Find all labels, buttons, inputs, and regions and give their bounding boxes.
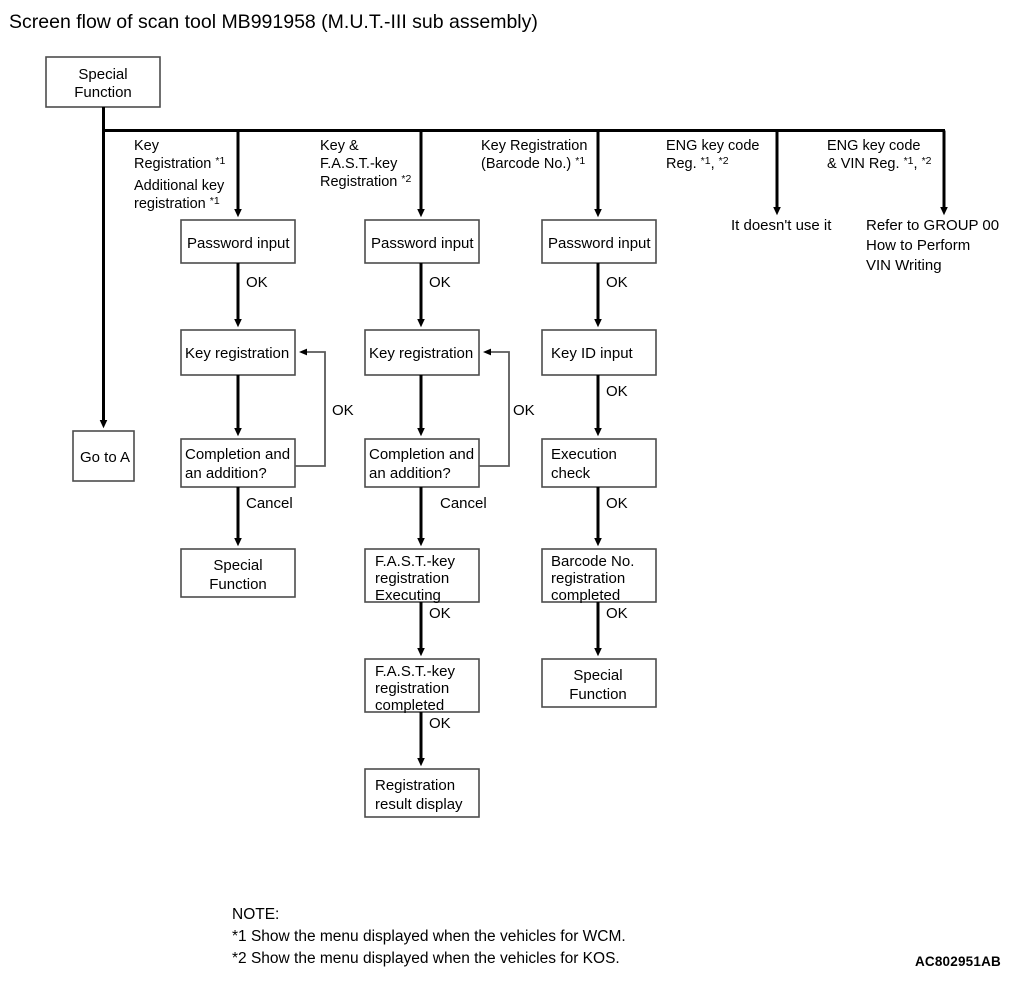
terminal-text-vin-line3: VIN Writing <box>866 257 942 274</box>
box-special-function-1 <box>180 548 296 598</box>
edge-label-ok: OK <box>429 274 451 291</box>
note-line-1: *1 Show the menu displayed when the vehi… <box>232 928 626 945</box>
loop-label-ok-1: OK <box>332 402 354 419</box>
box-key-registration-2-label: Key registration <box>369 345 473 362</box>
box-registration-result-display <box>364 768 480 818</box>
box-fast-key-registration-completed <box>364 658 480 713</box>
box-completion-and-addition-2 <box>364 438 480 488</box>
box-fast-exec-line1: F.A.S.T.-key <box>375 553 456 570</box>
note-block: NOTE: *1 Show the menu displayed when th… <box>232 906 626 967</box>
loop-back-2: OK <box>479 348 535 467</box>
box-execution-check-line1: Execution <box>551 446 617 463</box>
box-key-registration-1-label: Key registration <box>185 345 289 362</box>
branch-label-line: Registration *2 <box>320 173 411 190</box>
box-fast-exec-line3: Executing <box>375 587 441 604</box>
box-execution-check-line2: check <box>551 465 591 482</box>
box-completion-1-line1: Completion and <box>185 446 290 463</box>
root-box-line2: Function <box>74 84 132 101</box>
branch-label-line: ENG key code <box>666 138 760 154</box>
box-completion-2-line1: Completion and <box>369 446 474 463</box>
root-box-special-function: Special Function <box>45 56 161 108</box>
branch-label-line: F.A.S.T.-key <box>320 156 398 172</box>
box-password-input-1-label: Password input <box>187 235 290 252</box>
box-key-registration-1 <box>180 329 296 376</box>
edge-label-ok: OK <box>246 274 268 291</box>
terminal-text-vin-line2: How to Perform <box>866 237 970 254</box>
figure-code: AC802951AB <box>915 954 1001 969</box>
branch-label-line: ENG key code <box>827 138 921 154</box>
branch-label-line: Registration *1 <box>134 155 225 172</box>
box-key-id-input-label: Key ID input <box>551 345 634 362</box>
branch-label-line: Additional key <box>134 178 225 194</box>
edge-label-ok: OK <box>606 383 628 400</box>
branch-label-eng-key-code-reg: ENG key code Reg. *1, *2 <box>666 138 760 172</box>
box-barcode-line3: completed <box>551 587 620 604</box>
box-completion-1-line2: an addition? <box>185 465 267 482</box>
terminal-text-vin-line1: Refer to GROUP 00 <box>866 217 999 234</box>
branch-label-key-registration-barcode: Key Registration (Barcode No.) *1 <box>481 138 587 172</box>
box-password-input-1 <box>180 219 296 264</box>
main-bus <box>102 107 945 132</box>
box-barcode-line1: Barcode No. <box>551 553 634 570</box>
terminal-text-doesnt-use-it: It doesn't use it <box>731 217 832 234</box>
branch-label-line: & VIN Reg. *1, *2 <box>827 155 932 172</box>
box-password-input-3-label: Password input <box>548 235 651 252</box>
box-key-registration-2 <box>364 329 480 376</box>
box-barcode-no-registration-completed <box>541 548 657 603</box>
box-password-input-2 <box>364 219 480 264</box>
box-fast-done-line3: completed <box>375 697 444 714</box>
box-special-function-1-line1: Special <box>213 557 262 574</box>
edge-label-ok: OK <box>429 715 451 732</box>
page-title: Screen flow of scan tool MB991958 (M.U.T… <box>9 11 538 33</box>
edge-label-ok: OK <box>606 274 628 291</box>
box-password-input-3 <box>541 219 657 264</box>
box-special-function-3-line1: Special <box>573 667 622 684</box>
edge-label-ok: OK <box>429 605 451 622</box>
branch-label-line: Key <box>134 138 160 154</box>
edge-label-cancel: Cancel <box>440 495 487 512</box>
edge-label-ok: OK <box>606 495 628 512</box>
box-fast-done-line1: F.A.S.T.-key <box>375 663 456 680</box>
branch-label-eng-key-code-vin-reg: ENG key code & VIN Reg. *1, *2 <box>827 138 932 172</box>
box-result-line1: Registration <box>375 777 455 794</box>
branch-label-key-and-fast-key: Key & F.A.S.T.-key Registration *2 <box>320 138 411 190</box>
box-completion-2-line2: an addition? <box>369 465 451 482</box>
branch-terminal-eng-key-code-reg: It doesn't use it <box>731 130 832 234</box>
branch-label-line: registration *1 <box>134 195 220 212</box>
branch-label-line: Reg. *1, *2 <box>666 155 729 172</box>
edge-label-ok: OK <box>606 605 628 622</box>
column-key-registration: Password input OK Key registration Compl… <box>180 130 354 598</box>
branch-label-line: (Barcode No.) *1 <box>481 155 585 172</box>
box-fast-done-line2: registration <box>375 680 449 697</box>
box-password-input-2-label: Password input <box>371 235 474 252</box>
note-heading: NOTE: <box>232 906 279 923</box>
branch-label-key-registration: Key Registration *1 Additional key regis… <box>134 138 225 212</box>
loop-label-ok-2: OK <box>513 402 535 419</box>
box-completion-and-addition-1 <box>180 438 296 488</box>
box-go-to-a-label: Go to A <box>80 449 130 466</box>
column-fast-key: Password input OK Key registration Compl… <box>364 130 535 818</box>
box-fast-exec-line2: registration <box>375 570 449 587</box>
edge-label-cancel: Cancel <box>246 495 293 512</box>
branch-terminal-vin-writing: Refer to GROUP 00 How to Perform VIN Wri… <box>866 130 999 274</box>
loop-back-1: OK <box>295 348 354 467</box>
box-barcode-line2: registration <box>551 570 625 587</box>
branch-label-line: Key & <box>320 138 359 154</box>
box-result-line2: result display <box>375 796 463 813</box>
box-key-id-input <box>541 329 657 376</box>
note-line-2: *2 Show the menu displayed when the vehi… <box>232 950 620 967</box>
box-special-function-3-line2: Function <box>569 686 627 703</box>
column-barcode: Password input OK Key ID input OK Execut… <box>541 130 657 708</box>
branch-label-line: Key Registration <box>481 138 587 154</box>
root-box-line1: Special <box>78 66 127 83</box>
box-go-to-a <box>72 430 135 482</box>
box-special-function-3 <box>541 658 657 708</box>
box-special-function-1-line2: Function <box>209 576 267 593</box>
branch-go-to-a: Go to A <box>72 130 135 482</box>
box-fast-key-registration-executing <box>364 548 480 603</box>
